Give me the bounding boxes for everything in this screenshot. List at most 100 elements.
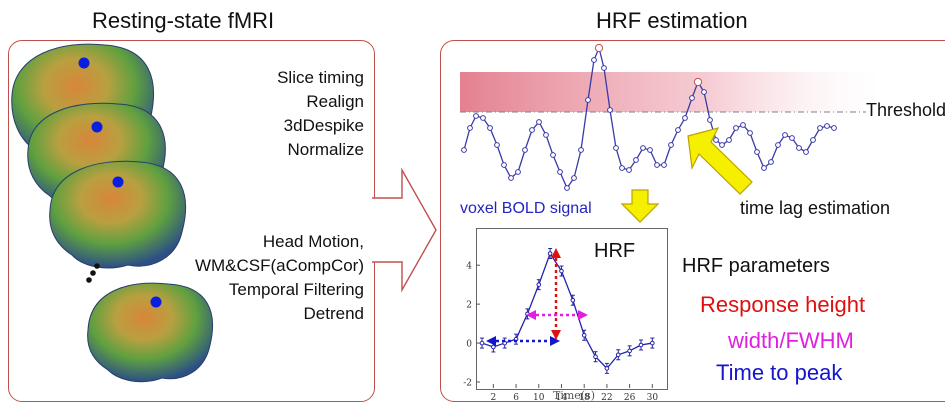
- bold-point: [494, 142, 500, 148]
- signal-label: voxel BOLD signal: [460, 200, 592, 217]
- y-tick-label: 2: [466, 301, 472, 311]
- y-tick-label: 0: [466, 340, 472, 350]
- bold-point: [522, 147, 528, 153]
- bold-point: [557, 169, 563, 175]
- bold-peak-point: [594, 43, 604, 53]
- bold-point: [719, 142, 725, 148]
- bold-point: [585, 97, 591, 103]
- step-normalize: Normalize: [287, 140, 364, 159]
- response-height-arrow-tail: [551, 330, 561, 340]
- lag-label: time lag estimation: [740, 198, 891, 218]
- bold-point: [747, 130, 753, 136]
- bold-point: [550, 152, 556, 158]
- brain-dot: [150, 296, 162, 308]
- x-tick-label: 10: [533, 393, 545, 403]
- bold-peak-point: [693, 77, 703, 87]
- bold-point: [768, 159, 774, 165]
- threshold-band: [460, 72, 880, 112]
- x-tick-label: 18: [578, 393, 590, 403]
- bold-point: [740, 122, 746, 128]
- hrf-point: [604, 366, 610, 371]
- x-tick-label: 14: [556, 393, 568, 403]
- hrf-point: [479, 340, 485, 346]
- hrf-label: HRF: [594, 240, 636, 262]
- response-height-arrow-head: [551, 248, 561, 258]
- step-slice-timing: Slice timing: [277, 68, 364, 87]
- bold-point: [761, 165, 767, 171]
- bold-point: [591, 57, 597, 63]
- bold-point: [661, 162, 667, 168]
- bold-point: [536, 119, 542, 125]
- brain-dot: [112, 176, 124, 188]
- right-panel-title: HRF estimation: [596, 8, 748, 33]
- brain-dot: [91, 121, 103, 133]
- x-tick-label: 6: [513, 393, 519, 403]
- step-detrend: Detrend: [303, 304, 364, 323]
- bold-point: [754, 149, 760, 155]
- bold-point: [726, 137, 732, 143]
- bold-point: [601, 65, 607, 71]
- threshold-label: Threshold: [866, 100, 947, 120]
- brain-dots-ellipsis: [86, 263, 100, 283]
- params-title: HRF parameters: [682, 255, 830, 277]
- left-panel-title: Resting-state fMRI: [92, 8, 275, 33]
- brain-dot: [78, 57, 90, 69]
- bold-point: [654, 162, 660, 168]
- bold-point: [487, 125, 493, 131]
- bold-point: [619, 165, 625, 171]
- hrf-point: [559, 268, 564, 274]
- bold-point: [675, 127, 681, 133]
- bold-point: [480, 115, 486, 121]
- step-aCompCor: WM&CSF(aCompCor): [194, 256, 364, 275]
- bold-point: [564, 185, 570, 191]
- preprocessing-steps-1: Slice timing Realign 3dDespike Normalize: [220, 62, 364, 172]
- bold-signal-line: [461, 43, 837, 191]
- hrf-point: [536, 282, 542, 287]
- x-tick-label: 26: [624, 393, 636, 403]
- bold-point: [607, 107, 613, 113]
- hrf-plot-box: [476, 228, 668, 390]
- diagonal-arrow-icon: [687, 127, 753, 195]
- hrf-point: [593, 354, 598, 359]
- x-tick-label: 22: [601, 393, 612, 403]
- bold-point: [578, 147, 584, 153]
- bold-point: [543, 132, 549, 138]
- brain-image: [49, 160, 186, 269]
- bold-point: [701, 89, 707, 95]
- bold-point: [647, 147, 653, 153]
- param-response-height: Response height: [700, 292, 866, 317]
- hrf-point: [547, 251, 553, 256]
- bold-point: [733, 125, 739, 131]
- y-tick-label: 4: [466, 262, 472, 272]
- bold-point: [713, 137, 719, 143]
- bold-point: [810, 137, 816, 143]
- step-head-motion: Head Motion,: [262, 232, 364, 251]
- hrf-point: [638, 342, 644, 348]
- hrf-point: [615, 352, 621, 358]
- bold-point: [501, 162, 507, 168]
- right-panel: [440, 40, 945, 402]
- bold-point: [473, 113, 479, 119]
- bold-point: [782, 132, 788, 138]
- y-tick-label: -2: [463, 379, 472, 389]
- x-tick-label: 2: [490, 393, 496, 403]
- hrf-series-line: [481, 252, 653, 370]
- x-tick-label: 30: [647, 393, 659, 403]
- bold-point: [571, 175, 577, 181]
- param-time-to-peak: Time to peak: [716, 360, 843, 385]
- hrf-point: [491, 344, 496, 350]
- bold-point: [515, 169, 521, 175]
- preprocessing-steps-2: Head Motion, WM&CSF(aCompCor) Temporal F…: [150, 226, 364, 336]
- bold-point: [796, 145, 802, 151]
- bold-point: [633, 157, 639, 163]
- step-realign: Realign: [306, 92, 364, 111]
- bold-point: [529, 127, 535, 133]
- bold-point: [613, 145, 619, 151]
- bold-point: [626, 167, 632, 173]
- hrf-point: [650, 340, 655, 346]
